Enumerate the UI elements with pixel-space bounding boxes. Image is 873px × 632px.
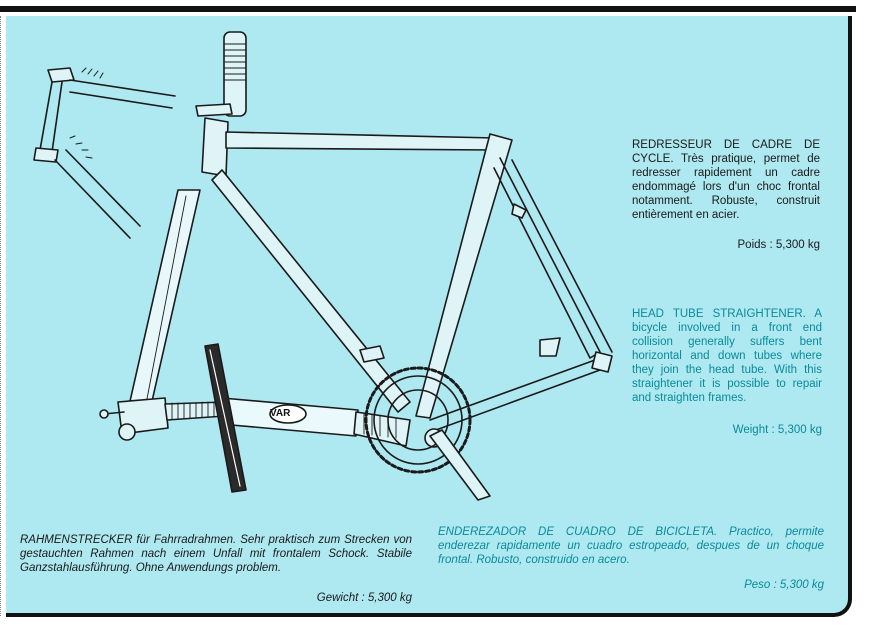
bicycle-frame bbox=[201, 117, 613, 431]
fork-steerer bbox=[195, 31, 247, 117]
straightener-bar bbox=[99, 189, 201, 441]
inset-head-tube-detail bbox=[33, 67, 176, 239]
german-description: RAHMENSTRECKER für Fahrradrahmen. Sehr p… bbox=[20, 534, 412, 574]
spanish-weight: Peso : 5,300 kg bbox=[744, 579, 824, 591]
english-weight: Weight : 5,300 kg bbox=[732, 424, 822, 436]
chainring bbox=[359, 345, 491, 501]
german-weight: Gewicht : 5,300 kg bbox=[316, 592, 412, 604]
left-border-dashes bbox=[0, 16, 3, 616]
french-description: REDRESSEUR DE CADRE DE CYCLE. Très prati… bbox=[632, 139, 820, 221]
screw-assembly bbox=[164, 397, 444, 448]
t-handle bbox=[204, 343, 247, 493]
catalog-panel bbox=[6, 16, 852, 617]
english-description: HEAD TUBE STRAIGHTENER. A bicycle involv… bbox=[632, 308, 822, 404]
spanish-description: ENDEREZADOR DE CUADRO DE BICICLETA. Prac… bbox=[438, 526, 824, 566]
french-weight: Poids : 5,300 kg bbox=[737, 239, 820, 251]
top-rule bbox=[0, 6, 856, 12]
var-brand-label: VAR bbox=[270, 408, 291, 419]
